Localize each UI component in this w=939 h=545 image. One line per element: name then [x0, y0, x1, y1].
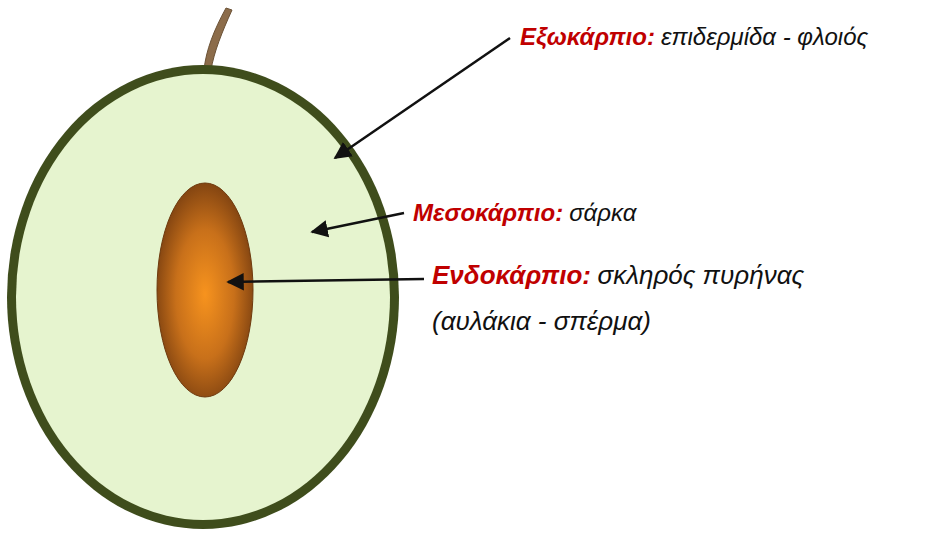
part-name: Μεσοκάρπιο: [413, 199, 563, 226]
part-description: επιδερμίδα - φλοιός [661, 23, 868, 50]
part-name: Ενδοκάρπιο: [432, 260, 591, 290]
part-description: σάρκα [569, 199, 636, 226]
part-callout: Ενδοκάρπιο:σκληρός πυρήνας (αυλάκια - σπ… [432, 252, 852, 344]
exocarp-skin [7, 65, 399, 529]
part-name: Εξωκάρπιο: [520, 23, 655, 50]
leader-line [312, 213, 404, 232]
part-callout: Μεσοκάρπιο:σάρκα [413, 196, 833, 230]
leader-line [228, 279, 424, 282]
endocarp-pit [157, 183, 253, 397]
mesocarp-flesh [16, 74, 390, 520]
part-callout: Εξωκάρπιο:επιδερμίδα - φλοιός [520, 20, 930, 54]
olive-stem [204, 8, 232, 70]
leader-line [335, 38, 510, 158]
